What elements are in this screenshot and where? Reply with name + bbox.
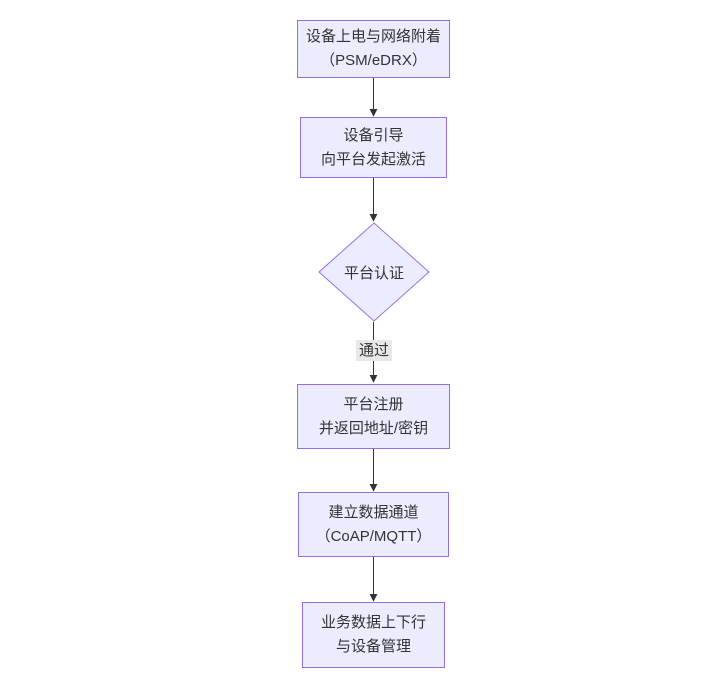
node-text-line: 与设备管理	[335, 638, 411, 655]
node-power-attach: 设备上电与网络附着 （PSM/eDRX）	[297, 20, 450, 78]
node-text-line: 建立数据通道	[328, 503, 419, 521]
node-text-line: 并返回地址/密钥	[318, 419, 429, 437]
node-text-line: 设备上电与网络附着	[305, 28, 441, 45]
node-text-line: 设备引导	[343, 126, 404, 144]
node-business-management: 业务数据上下行 与设备管理	[302, 602, 445, 668]
node-text-line: 业务数据上下行	[320, 614, 426, 631]
node-text-line: （CoAP/MQTT）	[315, 527, 432, 545]
diamond-shape	[318, 222, 430, 322]
node-text-line: （PSM/eDRX）	[320, 52, 427, 69]
node-text-line: 平台注册	[343, 395, 404, 413]
node-text-line: 向平台发起激活	[320, 150, 426, 168]
node-bootstrap-activate: 设备引导 向平台发起激活	[300, 117, 447, 178]
node-decision-platform-auth: 平台认证	[318, 222, 430, 322]
node-data-channel: 建立数据通道 （CoAP/MQTT）	[298, 492, 449, 557]
node-platform-register: 平台注册 并返回地址/密钥	[297, 384, 450, 449]
node-text-line: 平台认证	[343, 264, 404, 282]
edge-label-pass: 通过	[355, 340, 393, 361]
